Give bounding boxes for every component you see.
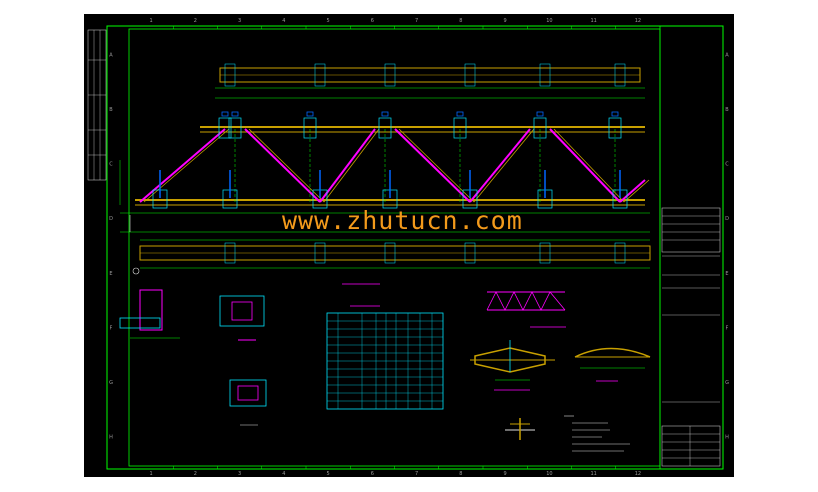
plan-node-mark [314, 242, 326, 264]
top-chord-plan [215, 67, 645, 99]
plan-node-mark [614, 242, 626, 264]
grid-col-label: 3 [238, 18, 241, 24]
grid-col-label: 10 [546, 18, 552, 24]
grid-row-label: C [109, 162, 113, 168]
plan-node-mark [539, 63, 551, 87]
grid-col-label: 8 [459, 471, 462, 477]
grid-col-label: 7 [415, 471, 418, 477]
grid-col-label: 11 [590, 471, 596, 477]
grid-col-label: 4 [282, 471, 285, 477]
grid-col-label: 1 [150, 471, 153, 477]
grid-col-label: 4 [282, 18, 285, 24]
plan-node-mark [614, 63, 626, 87]
plan-node-mark [464, 242, 476, 264]
web-diagonal [469, 128, 531, 203]
grid-row-label: G [109, 380, 113, 386]
grid-col-label: 6 [371, 471, 374, 477]
grid-row-label: B [109, 107, 113, 113]
top-node-plate [608, 117, 622, 139]
grid-col-label: 3 [238, 471, 241, 477]
truss-schematic [486, 291, 566, 328]
web-diagonal-edge [623, 179, 650, 203]
grid-col-label: 7 [415, 18, 418, 24]
web-diagonal-edge [473, 128, 535, 203]
web-diagonal-edge [323, 128, 380, 203]
section-details [219, 295, 267, 426]
top-node-plate [378, 117, 392, 139]
top-node-plate [453, 117, 467, 139]
web-diagonal-edge [248, 128, 325, 203]
grid-row-label: F [726, 325, 729, 331]
web-diagonal-edge [398, 128, 475, 203]
grid-row-label: B [725, 107, 729, 113]
grid-col-label: 10 [546, 471, 552, 477]
top-node-tag [611, 111, 619, 117]
grid-col-label: 11 [590, 18, 596, 24]
grid-row-label: F [110, 325, 113, 331]
plan-node-mark [539, 242, 551, 264]
notes-block [564, 415, 630, 452]
plate-detail [574, 347, 651, 382]
grid-col-label: 9 [504, 471, 507, 477]
web-diagonal [549, 128, 621, 203]
web-diagonal [394, 128, 471, 203]
grid-row-label: D [109, 216, 113, 222]
grid-row-label: E [109, 271, 112, 277]
top-node-tag [221, 111, 229, 117]
grid-col-label: 9 [504, 18, 507, 24]
web-diagonal [619, 179, 646, 203]
grid-col-label: 2 [194, 18, 197, 24]
node-detail [470, 340, 555, 391]
column-detail [119, 289, 180, 339]
top-node-plate [228, 117, 242, 139]
grid-col-label: 12 [635, 18, 641, 24]
top-node-tag [306, 111, 314, 117]
plan-node-mark [224, 242, 236, 264]
web-diagonal [244, 128, 321, 203]
grid-col-label: 5 [327, 18, 330, 24]
grid-row-label: E [725, 271, 728, 277]
top-node-tag [381, 111, 389, 117]
revision-column [87, 29, 107, 181]
grid-row-label: D [725, 216, 729, 222]
web-diagonal-edge [553, 128, 625, 203]
plan-node-mark [384, 242, 396, 264]
grid-col-label: 1 [150, 18, 153, 24]
axis-bubble [132, 267, 140, 275]
top-node-tag [231, 111, 239, 117]
outer-frame [106, 25, 724, 470]
plan-node-mark [314, 63, 326, 87]
plan-node-mark [384, 63, 396, 87]
watermark: www.zhutucn.com [282, 206, 523, 235]
grid-col-label: 8 [459, 18, 462, 24]
grid-row-label: C [725, 162, 729, 168]
grid-col-label: 12 [635, 471, 641, 477]
top-node-plate [218, 117, 232, 139]
grid-col-label: 6 [371, 18, 374, 24]
grid-row-label: H [725, 435, 729, 441]
truss-elevation [119, 63, 650, 275]
web-diagonal [319, 128, 376, 203]
title-block [661, 207, 721, 467]
grid-row-label: H [109, 435, 113, 441]
top-node-plate [533, 117, 547, 139]
grid-row-label: G [725, 380, 729, 386]
grid-row-label: A [725, 52, 729, 58]
material-table [326, 283, 444, 410]
grid-col-label: 5 [327, 471, 330, 477]
top-node-tag [456, 111, 464, 117]
grid-col-label: 2 [194, 471, 197, 477]
plan-node-mark [224, 63, 236, 87]
top-node-plate [303, 117, 317, 139]
top-node-tag [536, 111, 544, 117]
grid-row-label: A [109, 52, 113, 58]
tee-detail [505, 418, 535, 440]
plan-node-mark [464, 63, 476, 87]
